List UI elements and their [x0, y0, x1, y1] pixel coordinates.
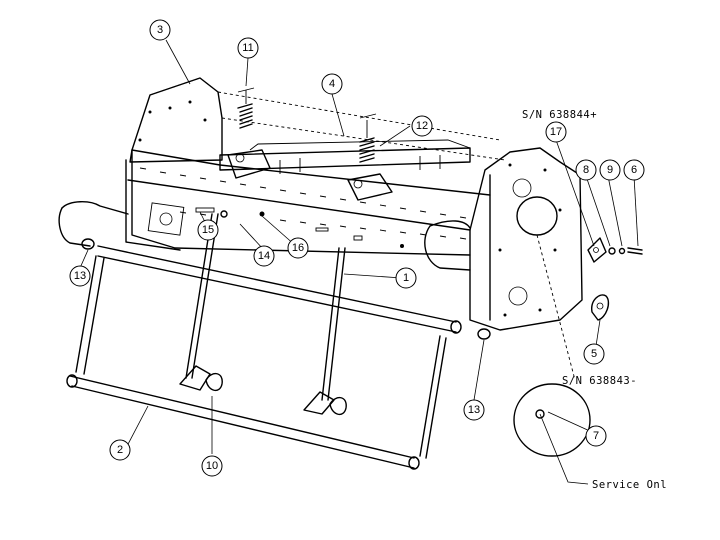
- right-hardware-stack: [587, 237, 643, 321]
- callout-6: 6: [623, 159, 645, 181]
- left-tine-assembly: [179, 365, 223, 391]
- callout-label: 12: [416, 120, 428, 132]
- callout-label: 9: [607, 164, 613, 176]
- callout-label: 5: [591, 348, 597, 360]
- callout-16: 16: [287, 237, 309, 259]
- callout-13-left: 13: [69, 265, 91, 287]
- callout-label: 4: [329, 78, 335, 90]
- left-spring-rod: [185, 213, 219, 379]
- serial-note-before: S/N 638843-: [562, 375, 637, 387]
- callout-label: 6: [631, 164, 637, 176]
- right-spring-rod: [321, 247, 346, 401]
- callout-label: 16: [292, 242, 304, 254]
- callout-7: 7: [585, 425, 607, 447]
- callout-label: 14: [258, 250, 270, 262]
- callout-8: 8: [575, 159, 597, 181]
- callout-3: 3: [149, 19, 171, 41]
- callout-12: 12: [411, 115, 433, 137]
- callout-label: 1: [403, 272, 409, 284]
- callout-label: 11: [242, 42, 253, 54]
- callout-9: 9: [599, 159, 621, 181]
- callout-label: 2: [117, 444, 123, 456]
- callout-2: 2: [109, 439, 131, 461]
- hardware-bits: [81, 207, 491, 340]
- callout-17: 17: [545, 121, 567, 143]
- upper-mount-bar: [219, 139, 471, 174]
- callout-label: 17: [550, 126, 562, 138]
- callout-5: 5: [583, 343, 605, 365]
- callout-15: 15: [197, 219, 219, 241]
- service-disk: [513, 234, 591, 485]
- callout-label: 15: [202, 224, 214, 236]
- callout-label: 10: [206, 460, 218, 472]
- serial-note-after: S/N 638844+: [522, 109, 597, 121]
- leader-lines: [79, 39, 639, 454]
- right-tine-assembly: [303, 391, 347, 415]
- callout-label: 3: [157, 24, 163, 36]
- callout-label: 13: [468, 404, 480, 416]
- callout-label: 13: [74, 270, 86, 282]
- callout-10: 10: [201, 455, 223, 477]
- callout-14: 14: [253, 245, 275, 267]
- callout-4: 4: [321, 73, 343, 95]
- right-spring-bracket: [347, 113, 393, 201]
- front-bar-frame: [66, 245, 462, 470]
- service-only-note: Service Onl: [592, 479, 667, 491]
- left-spring-bracket: [227, 87, 271, 179]
- callout-13-right: 13: [463, 399, 485, 421]
- frame-slot-row: [139, 167, 467, 240]
- main-frame: [125, 77, 506, 256]
- callout-11: 11: [237, 37, 259, 59]
- callout-1: 1: [395, 267, 417, 289]
- rear-roller-tube: [58, 201, 471, 271]
- callout-label: 8: [583, 164, 589, 176]
- right-side-plate: [469, 147, 583, 331]
- callout-label: 7: [593, 430, 599, 442]
